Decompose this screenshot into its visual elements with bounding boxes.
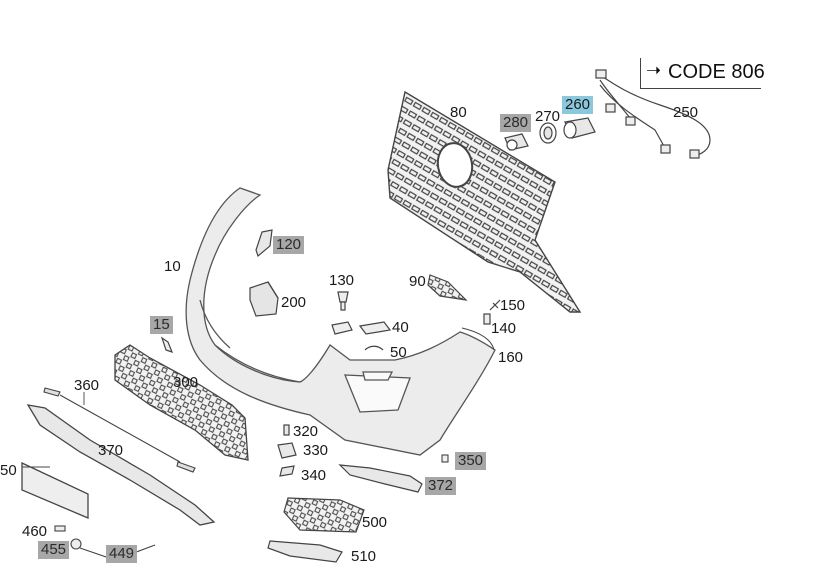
trim-510 (267, 540, 343, 563)
label-450: 50 (0, 462, 17, 479)
label-330: 330 (303, 442, 329, 459)
arrow-icon: ➝ (646, 60, 662, 80)
label-510: 510 (351, 548, 377, 565)
cover-40-50 (331, 321, 392, 351)
label-15: 15 (150, 316, 173, 334)
license-plate-holder (21, 461, 89, 519)
code-note-box (640, 58, 761, 89)
side-grille (427, 274, 468, 301)
label-40: 40 (392, 319, 409, 336)
label-80: 80 (450, 104, 467, 121)
lower-grille-500 (283, 497, 365, 533)
label-449: 449 (106, 545, 138, 563)
control-module-200 (249, 281, 279, 317)
parking-sensor-parts (504, 117, 596, 151)
label-160: 160 (498, 349, 524, 366)
label-280: 280 (500, 114, 532, 132)
label-140: 140 (491, 320, 517, 337)
trim-strip-360 (43, 387, 196, 473)
parts-320-340 (277, 424, 297, 477)
label-500: 500 (362, 514, 388, 531)
energy-absorber (114, 344, 249, 461)
label-120: 120 (273, 236, 305, 254)
clip-350 (441, 454, 449, 463)
label-455: 455 (38, 541, 70, 559)
label-270: 270 (535, 108, 561, 125)
bumper-cover (185, 187, 496, 456)
radiator-grille (387, 90, 582, 313)
label-460: 460 (22, 523, 48, 540)
label-370: 370 (98, 442, 124, 459)
leader-lines (22, 392, 85, 468)
label-50: 50 (390, 344, 407, 361)
sensor-wiring-harness (595, 69, 711, 159)
label-260: 260 (562, 96, 594, 114)
label-300: 300 (173, 374, 199, 391)
code-note: CODE 806 (668, 61, 765, 83)
leader-160 (461, 327, 495, 351)
screws-140-150 (483, 299, 501, 325)
label-360: 360 (74, 377, 100, 394)
label-250: 250 (673, 104, 699, 121)
label-340: 340 (301, 467, 327, 484)
label-10: 10 (164, 258, 181, 275)
label-150: 150 (500, 297, 526, 314)
label-372: 372 (425, 477, 457, 495)
screws-455-460 (54, 525, 156, 561)
label-130: 130 (329, 272, 355, 289)
label-90: 90 (409, 273, 426, 290)
clip-130 (337, 291, 349, 311)
clip-15 (160, 336, 174, 353)
label-320: 320 (293, 423, 319, 440)
bracket-120 (255, 229, 273, 258)
lower-spoiler-370 (26, 404, 216, 526)
trim-372 (338, 464, 423, 493)
label-200: 200 (281, 294, 307, 311)
label-350: 350 (455, 452, 487, 470)
